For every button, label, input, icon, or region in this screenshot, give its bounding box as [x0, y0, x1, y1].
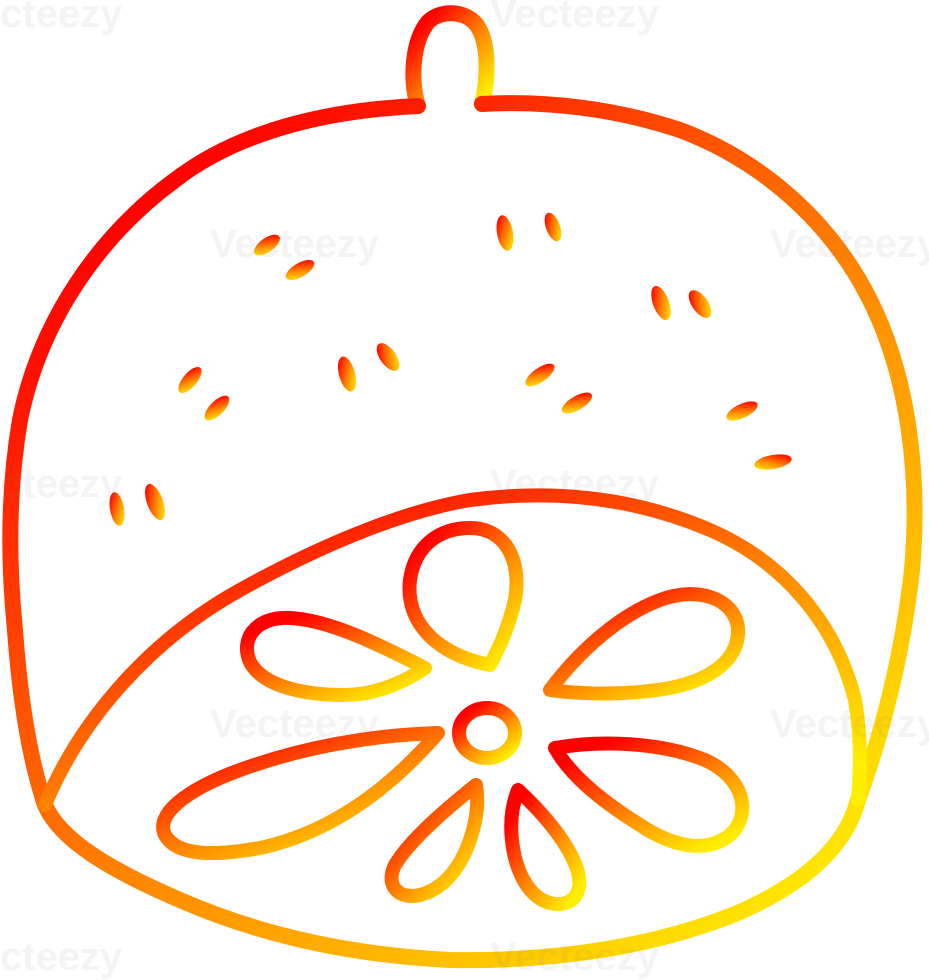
- peel-dot: [496, 215, 514, 251]
- segment: [402, 521, 524, 672]
- segment: [156, 726, 445, 860]
- peel-dot: [688, 290, 712, 318]
- peel-dot: [285, 259, 315, 281]
- peel-dot: [561, 392, 593, 414]
- segment: [543, 587, 746, 701]
- stem-outline: [405, 5, 495, 114]
- cut-face-outline: [38, 488, 867, 812]
- peel-dot: [337, 356, 357, 392]
- segment: [548, 736, 750, 853]
- peel-dot: [525, 363, 555, 387]
- peel-dot: [376, 343, 400, 371]
- peel-dot: [254, 234, 280, 256]
- segment: [504, 783, 587, 912]
- peel-dot: [204, 395, 230, 421]
- segment: [384, 778, 485, 903]
- peel-dot: [178, 366, 202, 394]
- peel-dot: [145, 483, 165, 521]
- fruit-outer-outline: [2, 95, 923, 969]
- segment: [239, 610, 432, 702]
- peel-dot: [544, 212, 562, 242]
- fruit-segments: [156, 521, 750, 912]
- peel-dot: [726, 401, 758, 421]
- peel-dot: [754, 454, 792, 470]
- peel-texture: [109, 212, 792, 526]
- peel-dot: [109, 492, 125, 526]
- peel-dot: [651, 285, 671, 321]
- center-pith: [452, 701, 522, 765]
